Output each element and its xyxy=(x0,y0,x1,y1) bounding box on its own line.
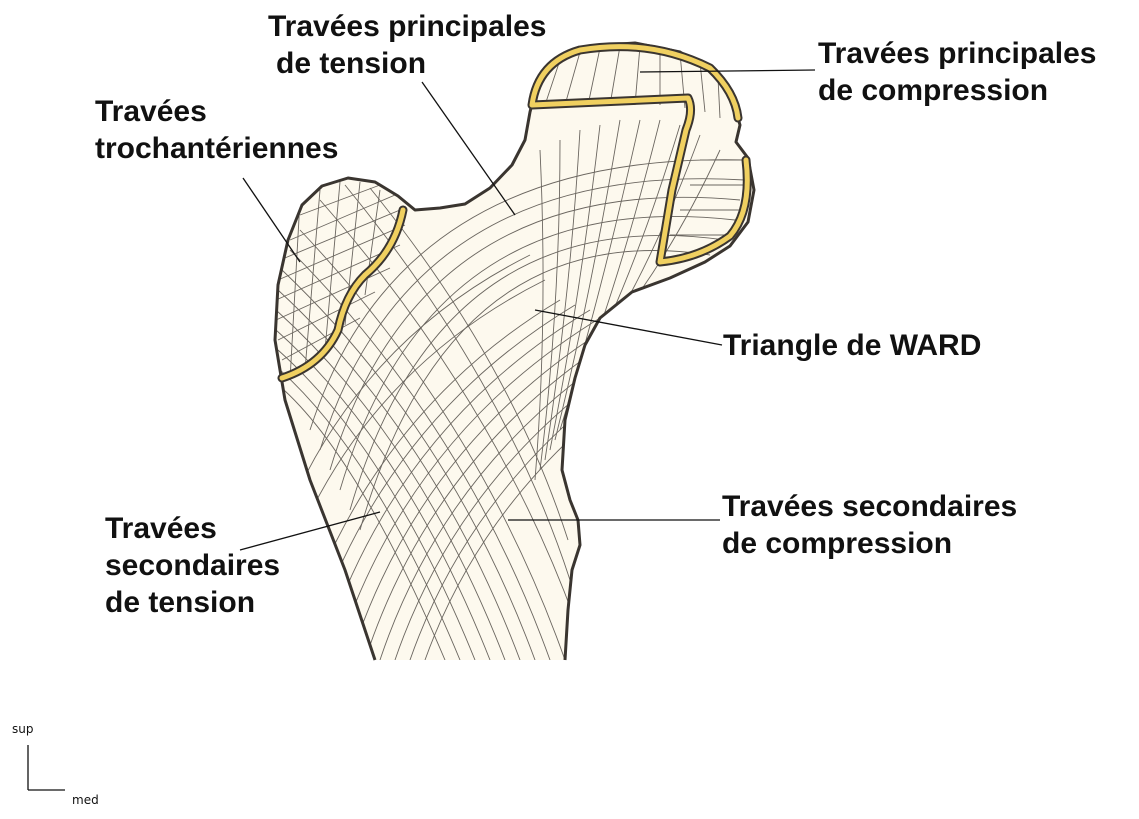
label-trochanteric: Travées trochantériennes xyxy=(95,93,338,167)
label-principal-tension: Travées principales de tension xyxy=(268,8,547,82)
orientation-sup-label: sup xyxy=(12,722,33,736)
orientation-axes xyxy=(28,745,65,790)
label-secondary-tension: Travées secondaires de tension xyxy=(105,510,280,621)
orientation-med-label: med xyxy=(72,793,99,807)
leader-principal-tension xyxy=(422,82,515,215)
label-ward-triangle: Triangle de WARD xyxy=(723,327,981,364)
leader-trochanteric xyxy=(243,178,300,262)
label-secondary-compression: Travées secondaires de compression xyxy=(722,488,1017,562)
label-principal-compression: Travées principales de compression xyxy=(818,35,1097,109)
